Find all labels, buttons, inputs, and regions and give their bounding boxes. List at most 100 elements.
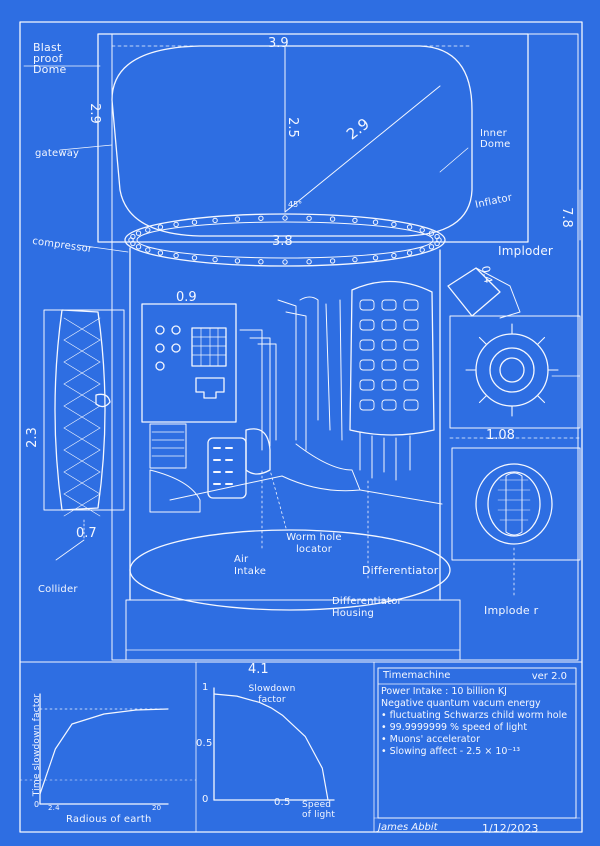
inflator: [447, 267, 501, 317]
ring-hole: [157, 224, 164, 230]
spec-item: Power Intake : 10 billion KJ: [381, 686, 507, 697]
panel-mask: [195, 377, 225, 399]
spec-item: • 99.9999999 % speed of light: [381, 722, 528, 733]
imploder-spoke: [478, 394, 488, 404]
spec-item: • fluctuating Schwarzs child worm hole: [381, 710, 568, 721]
signature: James Abbit: [378, 822, 438, 833]
dim-dome-inner-height: 2.5: [284, 117, 300, 138]
ring-hole: [258, 215, 264, 221]
mesh-line: [63, 405, 101, 429]
right-chart-tick-y05: 0.5: [196, 738, 213, 749]
mesh-line: [63, 493, 101, 517]
ring-hole: [173, 221, 179, 228]
differentiator-cell: [381, 379, 397, 391]
differentiator-cell: [381, 399, 397, 411]
leader-inner-dome: [439, 147, 469, 173]
compressor-ring: [124, 213, 446, 267]
label-collider: Collider: [38, 584, 78, 595]
left-chart-xlabel: Radious of earth: [66, 814, 152, 825]
left-chart-tick-x0: 2.4: [48, 804, 60, 812]
dim-inflator: 0.4: [478, 264, 495, 285]
ring-hole: [135, 244, 142, 250]
differentiator-cell: [359, 319, 375, 331]
label-air-intake: Air Intake: [234, 554, 267, 577]
right-chart-tick-y0: 0: [202, 794, 209, 805]
collider-frame: [43, 309, 125, 511]
differentiator-cells: [359, 299, 419, 411]
spec-item: • Muons' accelerator: [381, 734, 481, 745]
label-imploder-bottom: Implode r: [484, 604, 539, 617]
ring-hole: [352, 256, 358, 263]
ring-hole: [419, 247, 425, 253]
ring-hole: [258, 259, 264, 265]
imploder-bottom: [475, 463, 553, 545]
ring-hole: [145, 227, 151, 233]
ring-hole: [234, 258, 241, 264]
ring-hole: [434, 240, 440, 247]
ring-hole: [234, 216, 241, 222]
left-chart-line: [39, 708, 169, 795]
spec-item: • Slowing affect - 2.5 × 10⁻¹³: [381, 746, 521, 757]
differentiator-cell: [403, 339, 419, 351]
ring-hole: [145, 247, 151, 253]
spec-version: ver 2.0: [531, 671, 567, 682]
imploder-spoke: [536, 336, 546, 346]
ring-hole: [282, 215, 288, 221]
differentiator-cell: [403, 299, 419, 311]
ring-hole: [282, 259, 288, 265]
control-panel: [141, 303, 237, 423]
label-blast-proof-dome: Blast proof Dome: [33, 41, 67, 76]
label-differentiator-housing: Differentiator Housing: [332, 596, 402, 619]
ring-hole: [434, 233, 440, 240]
imploder-spoke: [536, 394, 546, 404]
ring-hole: [391, 252, 397, 259]
ring-hole: [306, 259, 312, 265]
left-chart-origin: 0: [34, 800, 40, 809]
label-differentiator: Differentiator: [362, 564, 439, 577]
ring-hole: [428, 244, 435, 250]
differentiator-cell: [403, 399, 419, 411]
dome-diagonal: [284, 85, 441, 213]
ring-hole: [212, 217, 218, 224]
ring-hole: [352, 217, 358, 224]
right-chart-line: [213, 693, 329, 801]
differentiator-cell: [359, 379, 375, 391]
panel-grid: [191, 327, 227, 367]
dim-collider-height: 2.3: [24, 427, 40, 448]
right-chart-annotation: Slowdown factor: [248, 684, 296, 705]
dim-imploder-width: 1.08: [486, 428, 515, 443]
mesh-line: [63, 427, 101, 451]
imploder-spoke: [478, 336, 488, 346]
ring-hole: [428, 230, 435, 236]
mesh-line: [63, 383, 101, 407]
differentiator-cell: [403, 319, 419, 331]
dim-ring-width: 3.8: [272, 234, 293, 249]
dim-panel-width: 0.9: [176, 290, 197, 305]
differentiator-cell: [403, 379, 419, 391]
worm-hole-locator: [245, 428, 271, 475]
ring-hole: [191, 255, 198, 261]
spec-list: Power Intake : 10 billion KJ Negative qu…: [381, 686, 571, 758]
spec-title: Timemachine: [383, 670, 451, 681]
mesh-line: [63, 471, 101, 495]
dim-dome-height: 2.9: [86, 103, 102, 124]
dim-right-side: 7.8: [558, 207, 574, 228]
mesh-line: [63, 339, 101, 363]
differentiator-cell: [403, 359, 419, 371]
ring-hole: [212, 256, 218, 263]
ring-hole: [329, 216, 336, 222]
dome-frame: [97, 33, 529, 243]
left-chart-tick-x1: 20: [152, 804, 162, 812]
ring-holes: [128, 215, 442, 265]
differentiator-cell: [359, 359, 375, 371]
date: 1/12/2023: [482, 822, 539, 835]
differentiator-cell: [381, 339, 397, 351]
right-chart-tick-y1: 1: [202, 682, 209, 693]
differentiator: [349, 280, 435, 436]
label-gateway: gateway: [35, 148, 80, 159]
ring-hole: [372, 255, 379, 261]
collider-drum: [54, 309, 106, 511]
differentiator-cell: [359, 299, 375, 311]
